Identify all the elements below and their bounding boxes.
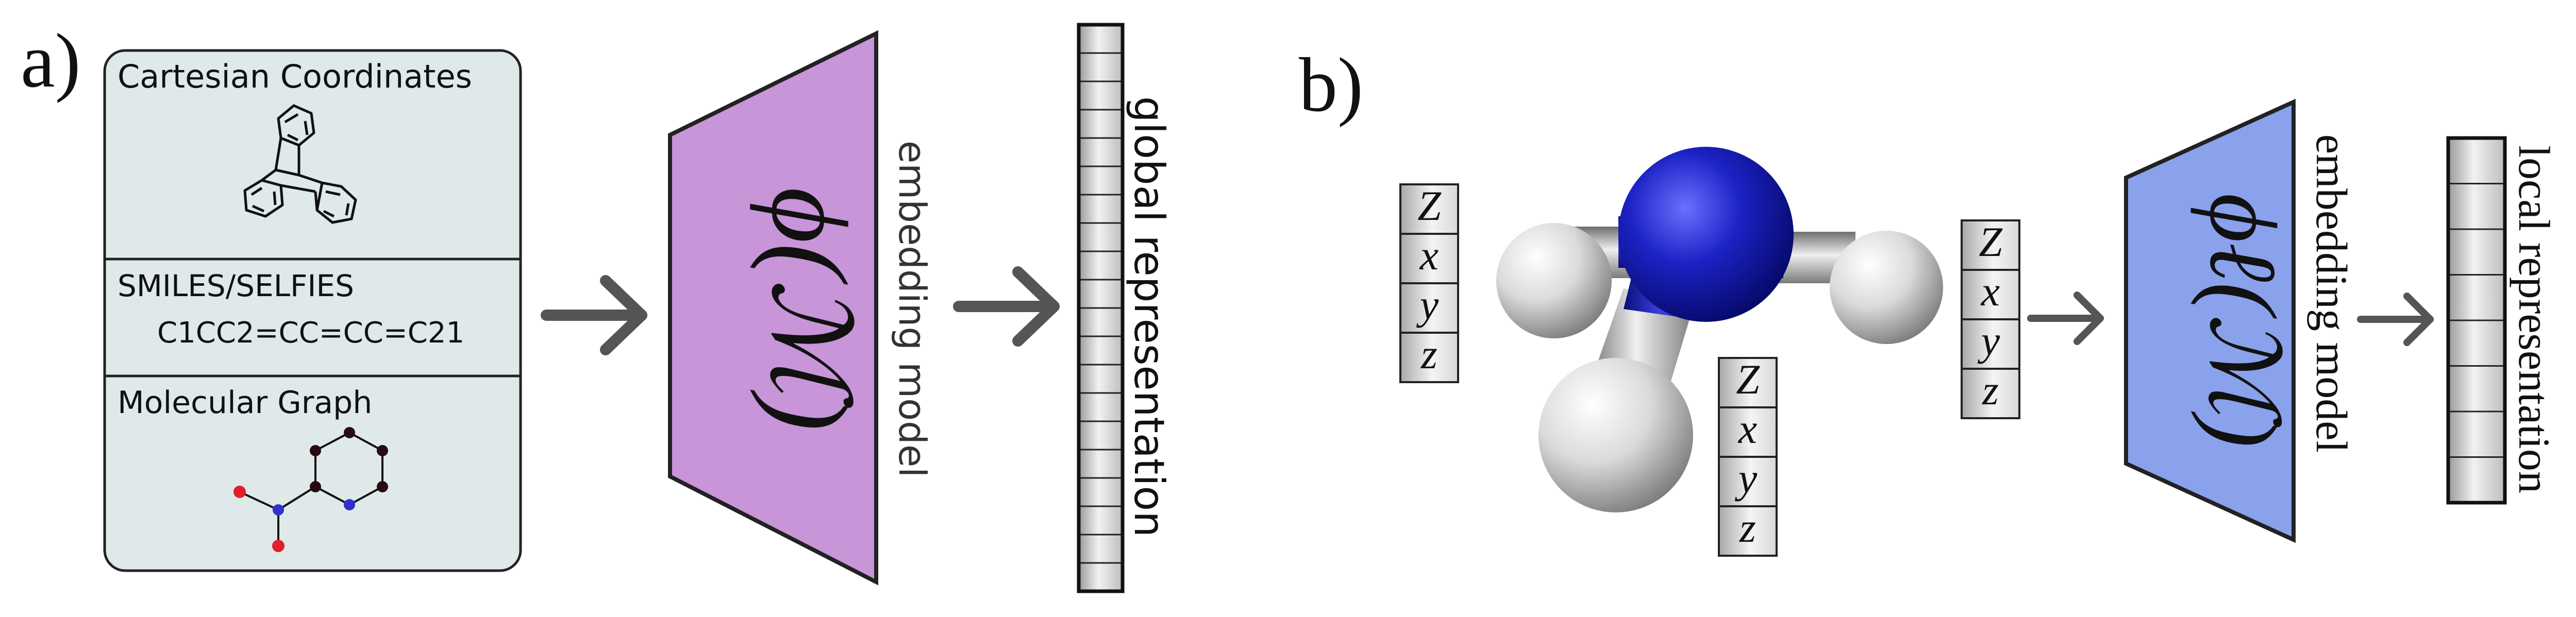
graph-node (310, 481, 321, 492)
global-representation-cell (1078, 279, 1124, 309)
graph-node (344, 427, 355, 438)
global-representation-label: global representation (1125, 96, 1173, 537)
atom-feature-symbol: y (1416, 281, 1439, 328)
arrow-model-to-local (2357, 293, 2434, 346)
local-embedding-label: embedding model (2307, 134, 2356, 453)
local-representation-cell (2447, 456, 2506, 504)
graph-node-oxygen (233, 486, 246, 498)
graph-node (377, 445, 388, 456)
atom-feature-cell (1961, 269, 2020, 320)
local-representation-cell (2447, 274, 2506, 321)
atom-feature-cell (1961, 368, 2020, 419)
global-representation-cell (1078, 562, 1124, 592)
local-embedding-model-trapezoid (2124, 98, 2296, 543)
graph-node-nitrogen (344, 499, 355, 510)
graph-node-oxygen (272, 540, 285, 552)
arrow-features-to-model (2027, 292, 2104, 345)
global-embedding-model-trapezoid (668, 30, 878, 586)
input-representations-card: Cartesian Coordinates (103, 49, 522, 572)
atom-feature-cell (1718, 357, 1778, 408)
atom-feature-cell (1399, 282, 1459, 334)
smiles-selfies-title: SMILES/SELFIES (118, 268, 354, 303)
graph-node (377, 481, 388, 492)
smiles-string: C1CC2=CC=CC=C21 (157, 316, 464, 350)
graph-node-nitrogen (273, 504, 284, 516)
local-representation-border (2446, 136, 2507, 505)
local-representation-vector (2446, 136, 2507, 505)
global-representation-cell (1078, 137, 1124, 167)
global-representation-cell (1078, 477, 1124, 507)
global-representation-vector (1077, 23, 1125, 593)
global-representation-cell (1078, 449, 1124, 479)
global-representation-cell (1078, 24, 1124, 54)
atom-feature-cell (1399, 332, 1459, 383)
global-representation-cell (1078, 534, 1124, 564)
global-representation-cell (1078, 52, 1124, 82)
global-representation-cell (1078, 109, 1124, 139)
local-representation-cell (2447, 228, 2506, 276)
atom-feature-cell (1961, 318, 2020, 370)
atom-feature-symbol: Z (1979, 218, 2003, 265)
triptycene-structure (243, 104, 357, 224)
local-representation-cell (2447, 410, 2506, 458)
molecular-graph (233, 427, 388, 552)
atom-feature-cell (1718, 505, 1778, 557)
global-representation-cell (1078, 505, 1124, 536)
global-representation-cell (1078, 364, 1124, 394)
atom-feature-symbol: x (1738, 405, 1757, 452)
global-embedding-symbol: ϕ(ℳ) (749, 187, 869, 431)
nitrogen-atom (1618, 147, 1794, 322)
global-representation-border (1077, 23, 1125, 593)
local-embedding-symbol: ϕℓ(ℳ) (2190, 193, 2296, 448)
atom-feature-symbol: Z (1736, 356, 1760, 403)
global-representation-cell (1078, 222, 1124, 252)
atom-feature-symbol: x (1419, 232, 1438, 279)
global-representation-cell (1078, 335, 1124, 366)
atom-feature-symbol: z (1739, 504, 1756, 551)
global-representation-cell (1078, 80, 1124, 111)
atom-feature-cell (1399, 233, 1459, 284)
hydrogen-atom-front (1538, 358, 1693, 512)
atom-feature-symbol: y (1735, 455, 1758, 502)
ammonia-molecule (1496, 147, 1943, 512)
global-representation-cell (1078, 194, 1124, 224)
arrow-input-to-model (541, 275, 647, 355)
global-representation-cell (1078, 250, 1124, 281)
arrow-model-to-global (953, 266, 1060, 347)
card-background (103, 49, 522, 572)
atom-feature-symbol: x (1981, 268, 2000, 315)
global-representation-cell (1078, 165, 1124, 196)
atom-feature-symbol: z (1982, 367, 1999, 414)
atom-feature-symbol: z (1420, 331, 1437, 378)
local-representation-label: local representation (2510, 145, 2559, 493)
atom-feature-cell (1718, 406, 1778, 458)
global-representation-cell (1078, 420, 1124, 451)
molecular-graph-title: Molecular Graph (118, 385, 372, 421)
hydrogen-atom-left (1496, 223, 1612, 338)
panel-a-label: a) (21, 18, 81, 104)
atom-feature-symbol: Z (1417, 182, 1442, 229)
hydrogen-atom-right (1830, 231, 1943, 344)
global-embedding-label: embedding model (891, 141, 934, 477)
panel-b-label: b) (1299, 42, 1363, 128)
local-representation-cell (2447, 319, 2506, 367)
graph-node (310, 445, 321, 456)
global-representation-cell (1078, 307, 1124, 337)
local-representation-cell (2447, 365, 2506, 413)
atom-feature-symbol: y (1978, 317, 2000, 364)
local-representation-cell (2447, 137, 2506, 184)
global-representation-cell (1078, 392, 1124, 422)
atom-feature-cell (1961, 219, 2020, 271)
cartesian-coordinates-title: Cartesian Coordinates (118, 58, 472, 95)
local-representation-cell (2447, 183, 2506, 230)
